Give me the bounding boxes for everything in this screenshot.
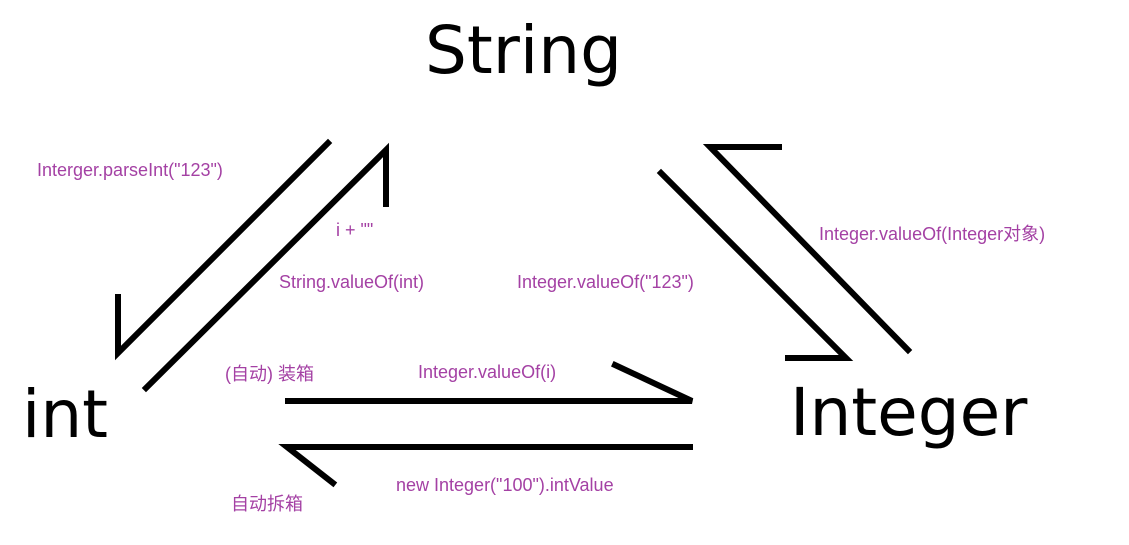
arrow-integer-to-int bbox=[278, 444, 693, 488]
label-parseint: Interger.parseInt("123") bbox=[37, 160, 223, 180]
label-integer-valueof-i: Integer.valueOf(i) bbox=[418, 362, 557, 382]
label-autobox: (自动) 装箱 bbox=[225, 364, 314, 384]
label-unbox: 自动拆箱 bbox=[231, 494, 303, 514]
node-string: String bbox=[425, 12, 622, 89]
arrow-integer-to-string bbox=[702, 144, 913, 355]
label-intvalue: new Integer("100").intValue bbox=[396, 475, 614, 495]
node-int: int bbox=[22, 376, 109, 453]
label-integer-valueof-string: Integer.valueOf("123") bbox=[517, 272, 694, 292]
arrow-int-to-integer bbox=[285, 361, 694, 404]
arrow-string-to-integer bbox=[656, 168, 854, 361]
label-string-valueof: String.valueOf(int) bbox=[279, 272, 425, 292]
arrow-int-to-string bbox=[141, 142, 389, 393]
node-integer: Integer bbox=[790, 374, 1028, 451]
label-string-concat: i + "" bbox=[336, 220, 374, 240]
label-integer-valueof-object: Integer.valueOf(Integer对象) bbox=[819, 224, 1046, 244]
arrow-string-to-int bbox=[115, 138, 333, 361]
